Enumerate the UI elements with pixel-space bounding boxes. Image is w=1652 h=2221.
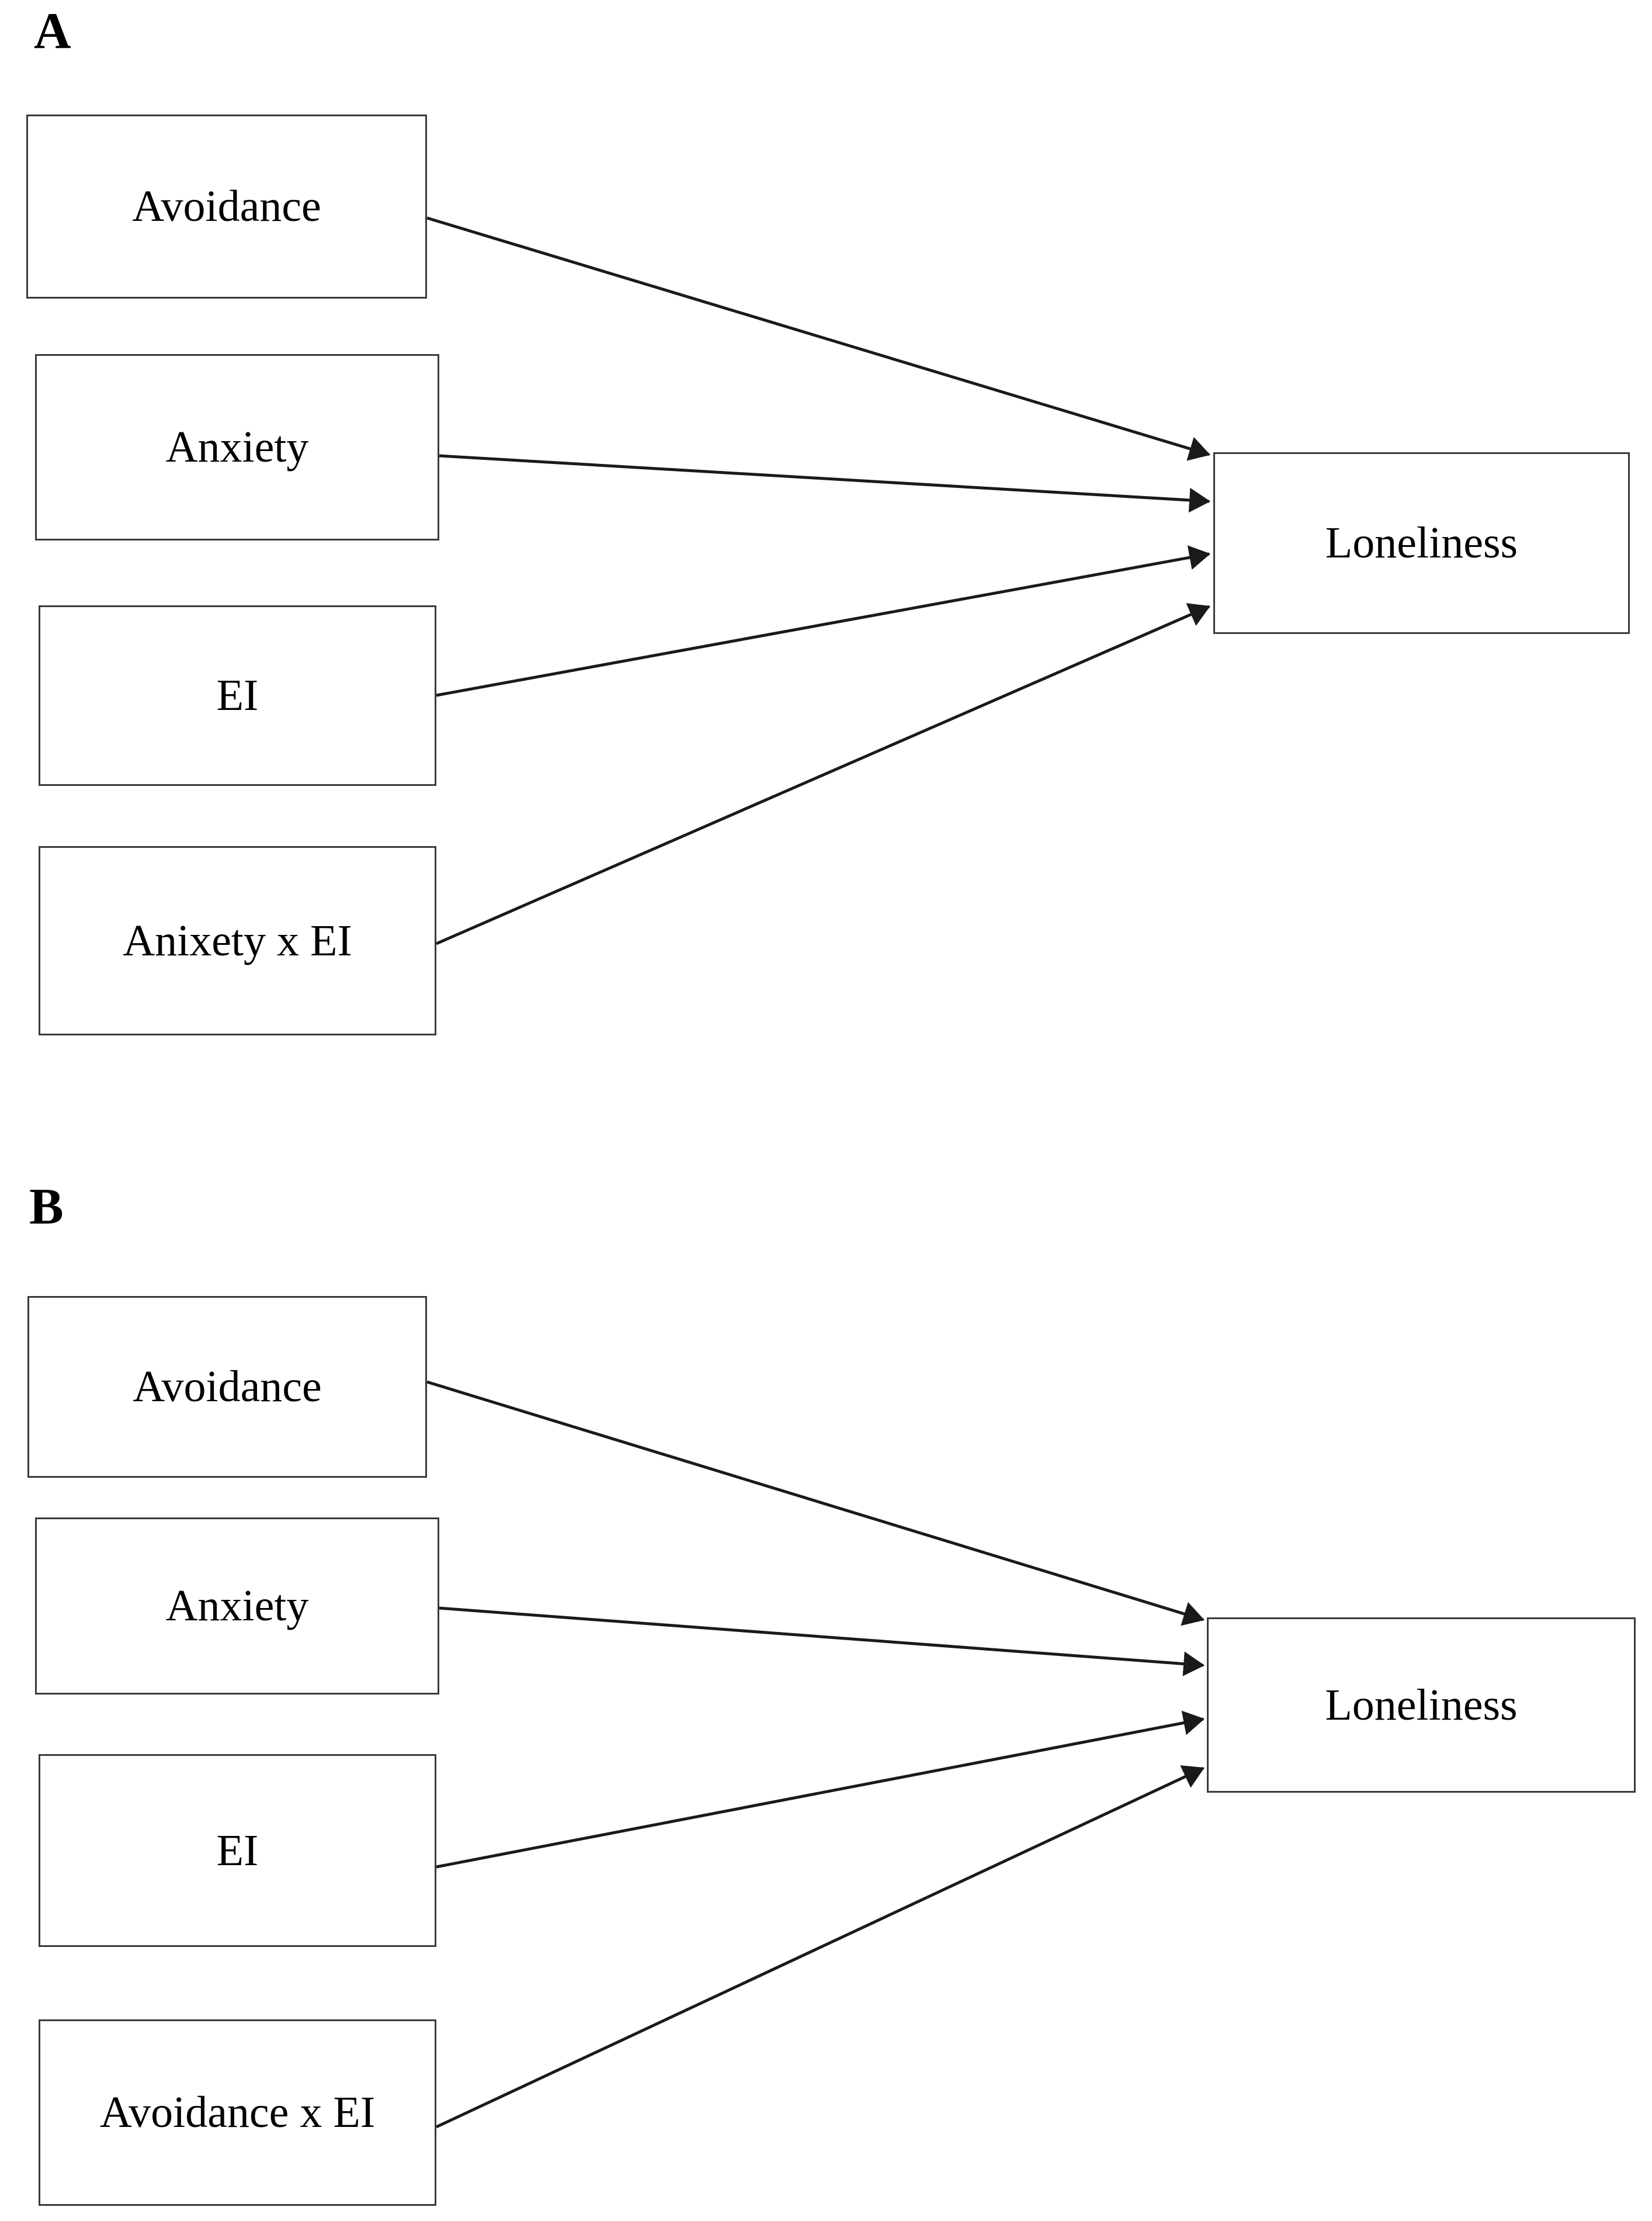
outcome-box-loneliness-a: Loneliness bbox=[1213, 452, 1630, 634]
arrow-a-ei-to-loneliness bbox=[436, 545, 1211, 697]
predictor-label-avoidance-a: Avoidance bbox=[132, 182, 321, 231]
panel-b-label: B bbox=[29, 1179, 64, 1235]
predictor-label-avoidance-x-ei-b: Avoidance x EI bbox=[99, 2088, 376, 2137]
arrow-b-ei-to-loneliness bbox=[436, 1710, 1205, 1869]
arrow-a-anxiety-x-ei-to-loneliness bbox=[436, 603, 1210, 945]
outcome-box-loneliness-b: Loneliness bbox=[1207, 1617, 1636, 1793]
predictor-label-ei-a: EI bbox=[216, 671, 259, 720]
predictor-box-anxiety-x-ei-a: Anixety x EI bbox=[39, 846, 436, 1035]
predictor-box-anxiety-a: Anxiety bbox=[35, 354, 439, 540]
predictor-label-anxiety-x-ei-a: Anixety x EI bbox=[123, 916, 352, 965]
predictor-box-avoidance-b: Avoidance bbox=[27, 1296, 427, 1478]
predictor-label-anxiety-a: Anxiety bbox=[165, 422, 309, 472]
predictor-box-ei-b: EI bbox=[39, 1754, 436, 1947]
predictor-box-anxiety-b: Anxiety bbox=[35, 1517, 439, 1695]
predictor-label-avoidance-b: Avoidance bbox=[133, 1362, 322, 1411]
outcome-label-loneliness-a: Loneliness bbox=[1325, 518, 1518, 567]
outcome-label-loneliness-b: Loneliness bbox=[1325, 1680, 1518, 1730]
predictor-label-anxiety-b: Anxiety bbox=[165, 1581, 309, 1630]
predictor-box-ei-a: EI bbox=[39, 605, 436, 786]
predictor-box-avoidance-x-ei-b: Avoidance x EI bbox=[39, 2019, 436, 2206]
arrow-b-anxiety-to-loneliness bbox=[439, 1606, 1205, 1676]
arrow-b-avoidance-to-loneliness bbox=[426, 1380, 1205, 1626]
panel-a-label: A bbox=[34, 3, 71, 60]
predictor-label-ei-b: EI bbox=[216, 1825, 259, 1875]
arrow-b-avoidance-x-ei-to-loneliness bbox=[435, 1765, 1205, 2129]
arrow-a-avoidance-to-loneliness bbox=[426, 216, 1211, 461]
arrow-a-anxiety-to-loneliness bbox=[439, 454, 1211, 513]
predictor-box-avoidance-a: Avoidance bbox=[26, 115, 427, 299]
